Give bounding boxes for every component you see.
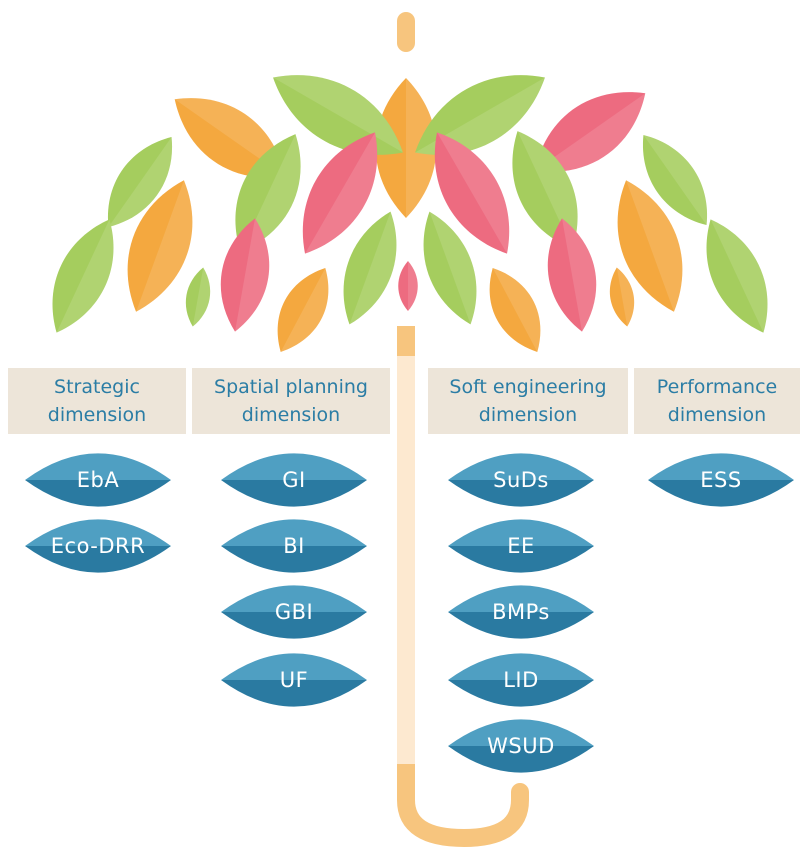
lens-top <box>221 585 367 612</box>
lens-bottom <box>221 546 367 573</box>
term-eba: EbA <box>23 452 173 508</box>
term-suds: SuDs <box>446 452 596 508</box>
lens-bottom <box>448 746 594 773</box>
term-ee: EE <box>446 518 596 574</box>
canopy-leaf <box>415 75 545 155</box>
term-ess: ESS <box>646 452 796 508</box>
performance-dimension-label: Performance dimension <box>634 368 800 434</box>
spatial-planning-dimension-label: Spatial planning dimension <box>192 368 390 434</box>
lens-top <box>221 653 367 680</box>
term-bi: BI <box>219 518 369 574</box>
term-label: EbA <box>76 468 120 492</box>
canopy-leaf <box>343 211 397 325</box>
canopy-leaf <box>52 219 114 333</box>
term-label: EE <box>507 534 535 558</box>
lens-bottom <box>448 612 594 639</box>
canopy-leaf <box>547 218 597 332</box>
canopy-leaf <box>609 267 635 327</box>
lens-top <box>448 519 594 546</box>
canopy-leaf <box>220 218 270 332</box>
term-label: LID <box>503 668 539 692</box>
lens-bottom <box>648 480 794 507</box>
canopy-leaf <box>277 268 329 352</box>
term-uf: UF <box>219 652 369 708</box>
term-label: WSUD <box>487 734 555 758</box>
term-label: ESS <box>700 468 742 492</box>
lens-top <box>25 519 171 546</box>
term-label: UF <box>279 668 309 692</box>
lens-bottom <box>448 480 594 507</box>
lens-top <box>25 453 171 480</box>
lens-top <box>221 519 367 546</box>
canopy-leaf <box>489 268 541 352</box>
canopy-leaf <box>302 132 378 254</box>
canopy-leaf <box>174 98 286 178</box>
lens-bottom <box>25 546 171 573</box>
canopy-leaf <box>185 267 211 327</box>
lens-top <box>221 453 367 480</box>
umbrella-canopy-leaves <box>52 75 768 352</box>
canopy-leaf <box>434 132 510 254</box>
lens-bottom <box>221 480 367 507</box>
canopy-leaf <box>617 180 683 312</box>
lens-bottom <box>448 546 594 573</box>
lens-top <box>448 453 594 480</box>
term-wsud: WSUD <box>446 718 596 774</box>
lens-top <box>648 453 794 480</box>
lens-top <box>448 719 594 746</box>
strategic-dimension-label: Strategic dimension <box>8 368 186 434</box>
term-label: GBI <box>274 600 314 624</box>
term-gi: GI <box>219 452 369 508</box>
term-label: BMPs <box>492 600 550 624</box>
term-label: Eco-DRR <box>50 534 146 558</box>
term-label: BI <box>283 534 305 558</box>
umbrella-pole <box>397 12 529 848</box>
term-eco-drr: Eco-DRR <box>23 518 173 574</box>
lens-bottom <box>221 680 367 707</box>
lens-bottom <box>221 612 367 639</box>
umbrella-tip <box>397 12 415 52</box>
lens-top <box>448 653 594 680</box>
soft-engineering-dimension-label: Soft engineering dimension <box>428 368 628 434</box>
canopy-leaf <box>642 134 708 226</box>
lens-top <box>448 585 594 612</box>
canopy-leaf <box>706 219 768 333</box>
canopy-leaf <box>534 92 646 172</box>
umbrella-handle <box>397 767 529 848</box>
canopy-leaf <box>127 180 193 312</box>
term-bmps: BMPs <box>446 584 596 640</box>
lens-bottom <box>25 480 171 507</box>
lens-bottom <box>448 680 594 707</box>
term-label: GI <box>282 468 306 492</box>
canopy-leaf <box>107 136 173 228</box>
pole-collar <box>397 326 415 356</box>
canopy-leaf <box>423 211 477 325</box>
term-gbi: GBI <box>219 584 369 640</box>
term-label: SuDs <box>493 468 549 492</box>
term-lid: LID <box>446 652 596 708</box>
pole-shaft <box>397 356 415 764</box>
canopy-leaf <box>398 261 418 311</box>
